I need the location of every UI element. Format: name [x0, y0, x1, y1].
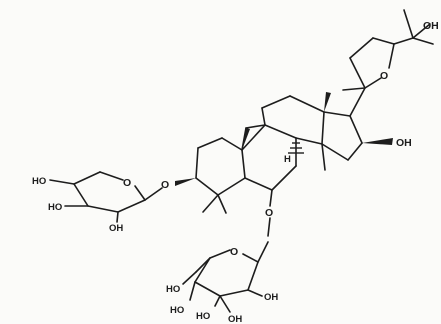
- label-ho-xylose-mid: HO: [48, 202, 62, 213]
- label-ho-xylose-left: HO: [32, 176, 46, 187]
- label-ho-glucose-ch2: HO: [166, 284, 180, 295]
- atom-labels: OH O OH O O O HO HO OH O HO OH HO HO OH …: [32, 20, 439, 324]
- label-oh-glucose-right: OH: [264, 292, 278, 303]
- label-o-xylose-ring: O: [123, 177, 131, 189]
- label-oh-xylose: OH: [109, 223, 123, 234]
- label-o-c3: O: [161, 179, 169, 191]
- glucose-bonds: [182, 241, 269, 313]
- label-o-furan: O: [380, 70, 388, 82]
- label-oh-glucose-bottom: OH: [228, 314, 242, 324]
- side-chain-bonds: [342, 9, 434, 117]
- label-ho-glucose-bl1: HO: [170, 305, 184, 316]
- xylose-bonds: [49, 171, 163, 223]
- label-o-c6: O: [265, 207, 273, 219]
- label-o-glucose-ring: O: [230, 246, 238, 258]
- label-h-c8: H: [284, 154, 291, 165]
- label-oh-top: OH: [423, 20, 439, 32]
- core-ring-bonds: [175, 92, 393, 237]
- label-ho-glucose-bl2: HO: [196, 311, 210, 322]
- label-oh-c16: OH: [396, 137, 412, 149]
